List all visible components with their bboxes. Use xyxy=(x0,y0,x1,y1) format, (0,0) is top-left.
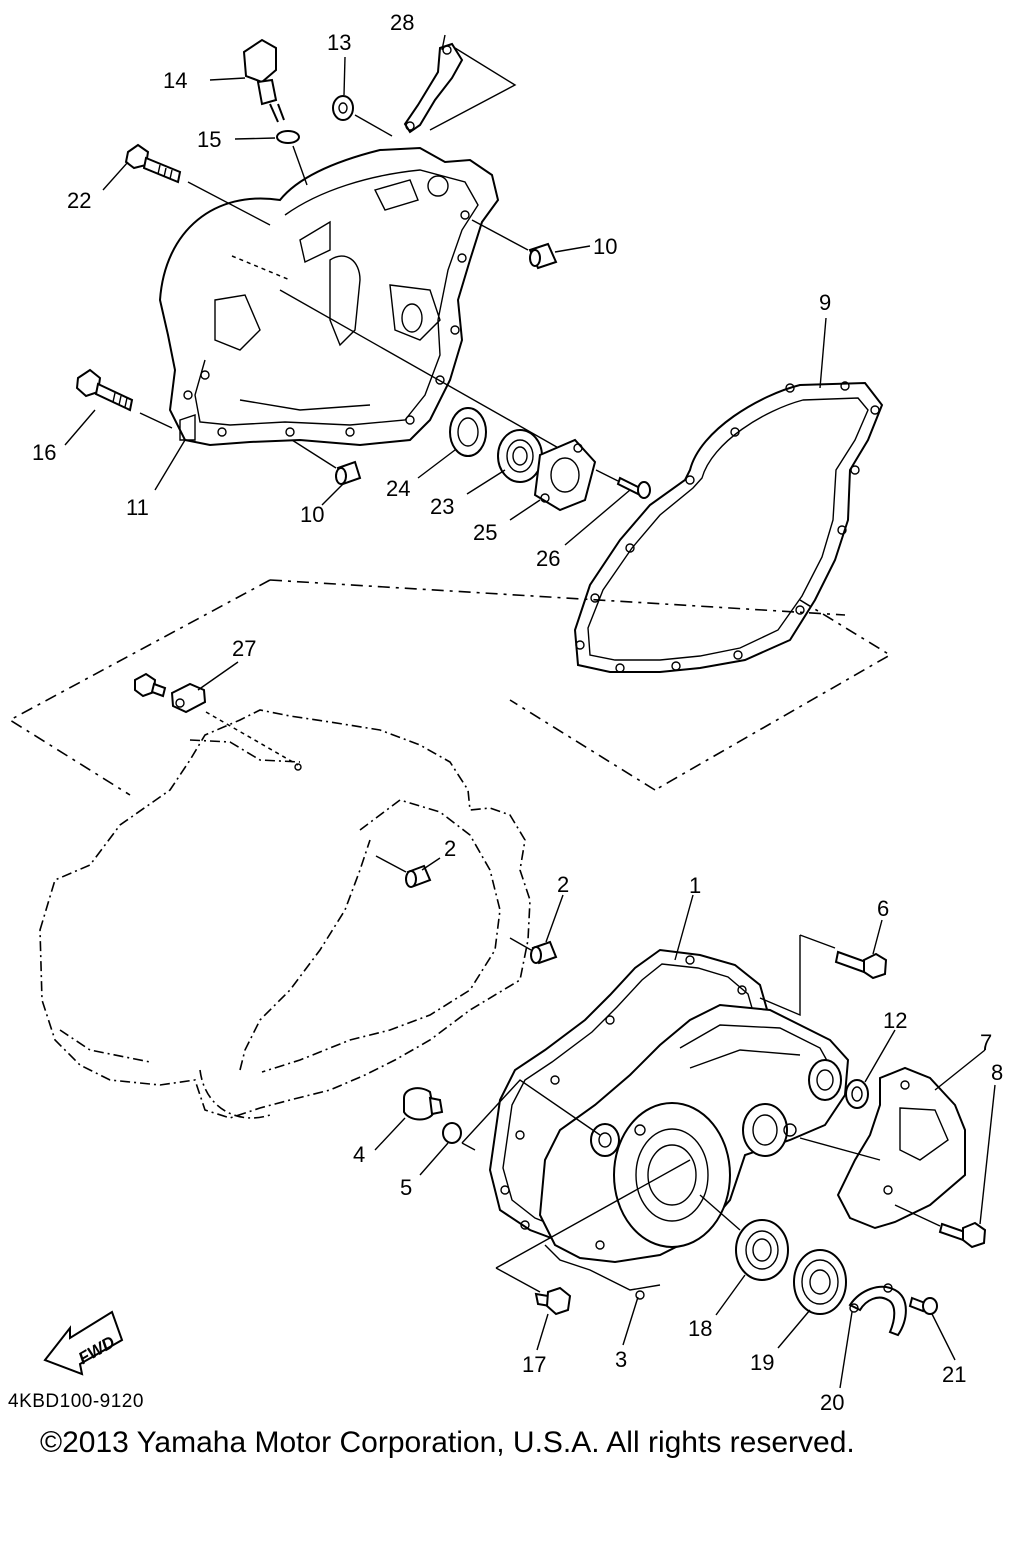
callout-27: 27 xyxy=(232,636,256,661)
callout-12: 12 xyxy=(883,1008,907,1033)
callout-25: 25 xyxy=(473,520,497,545)
callout-11: 11 xyxy=(126,495,149,520)
callout-10-upper: 10 xyxy=(593,234,617,259)
screw-26 xyxy=(616,476,651,499)
callout-21: 21 xyxy=(942,1362,966,1387)
oil-seal-24 xyxy=(449,407,487,457)
drawing-code: 4KBD100-9120 xyxy=(8,1391,144,1412)
callout-24: 24 xyxy=(386,476,410,501)
crankcase-cover xyxy=(158,146,500,447)
callout-2-lower: 2 xyxy=(557,872,569,897)
dowel-pin-upper xyxy=(528,242,558,270)
crankcase-cover-1 xyxy=(488,934,850,1300)
dowel-pin-lower xyxy=(335,460,362,486)
callout-19: 19 xyxy=(750,1350,774,1375)
oil-level-plug xyxy=(242,38,285,123)
callout-28: 28 xyxy=(390,10,414,35)
seal-19 xyxy=(793,1249,847,1315)
bolt-17 xyxy=(534,1286,572,1316)
o-ring-part xyxy=(276,130,300,144)
plate-25 xyxy=(533,438,597,512)
dowel-pin-2-upper xyxy=(405,864,432,888)
dowel-pin-2-lower xyxy=(530,940,558,965)
callout-1: 1 xyxy=(689,873,701,898)
engine-phantom xyxy=(39,709,531,1119)
callout-2-upper: 2 xyxy=(444,836,456,861)
fwd-direction-arrow: FWD xyxy=(43,1310,124,1376)
copyright-notice: ©2013 Yamaha Motor Corporation, U.S.A. A… xyxy=(40,1426,855,1459)
seal-12 xyxy=(845,1079,869,1109)
callout-6: 6 xyxy=(877,896,889,921)
seal-part xyxy=(332,95,354,121)
bracket-part xyxy=(403,42,464,134)
bearing-23 xyxy=(497,429,543,483)
callout-14: 14 xyxy=(163,68,187,93)
retainer-20 xyxy=(848,1283,907,1337)
callout-15: 15 xyxy=(197,127,221,152)
bolt-27-set xyxy=(134,672,299,766)
callout-22: 22 xyxy=(67,188,91,213)
reference-plane xyxy=(8,579,892,796)
callout-labels: 28 13 14 15 22 10 9 16 24 23 25 26 11 10… xyxy=(32,10,1003,1415)
o-ring-5 xyxy=(442,1122,462,1144)
bolt-part-22 xyxy=(124,143,182,184)
bearing-18 xyxy=(735,1219,789,1281)
callout-10-lower: 10 xyxy=(300,502,324,527)
callout-26: 26 xyxy=(536,546,560,571)
callout-9: 9 xyxy=(819,290,831,315)
screw-21 xyxy=(908,1296,938,1315)
cover-plate-7 xyxy=(799,1066,966,1230)
callout-23: 23 xyxy=(430,494,454,519)
callout-13: 13 xyxy=(327,30,351,55)
callout-3: 3 xyxy=(615,1347,627,1372)
gasket-9 xyxy=(573,381,884,673)
callout-16: 16 xyxy=(32,440,56,465)
callout-18: 18 xyxy=(688,1316,712,1341)
bolt-8 xyxy=(894,1204,987,1249)
callout-17: 17 xyxy=(522,1352,546,1377)
crankcase-cover-assembly xyxy=(75,38,884,673)
callout-5: 5 xyxy=(400,1175,412,1200)
callout-8: 8 xyxy=(991,1060,1003,1085)
callout-7: 7 xyxy=(980,1030,992,1055)
bolt-part-16 xyxy=(75,368,134,412)
plug-4 xyxy=(403,1087,444,1121)
callout-20: 20 xyxy=(820,1390,844,1415)
callout-4: 4 xyxy=(353,1142,365,1167)
bolt-6 xyxy=(834,950,888,980)
leader-lines xyxy=(64,34,996,1389)
